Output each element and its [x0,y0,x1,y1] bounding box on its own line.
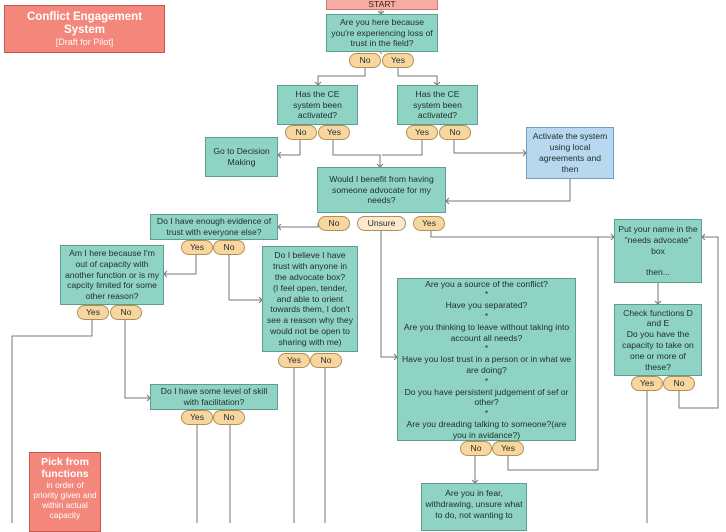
answer-no-pill: No [213,410,245,425]
answer-no-pill: No [213,240,245,255]
answer-yes-pill: Yes [318,125,350,140]
answer-yes-pill: Yes [278,353,310,368]
pick-from-functions-box: Pick from functions in order of priority… [29,452,101,532]
question-benefit-from-advocate: Would I benefit from having someone advo… [317,167,446,213]
diagram-title: Conflict Engagement System [Draft for Pi… [4,5,165,53]
answer-no-pill: No [663,376,695,391]
answer-yes-pill: Yes [77,305,109,320]
answer-no-pill: No [310,353,342,368]
question-source-of-conflict: Are you a source of the conflict? * Have… [397,278,576,441]
answer-no-pill: No [110,305,142,320]
question-skill-with-facilitation: Do I have some level of skill with facil… [150,384,278,410]
put-name-needs-advocate-box: Put your name in the "needs advocate" bo… [614,219,702,283]
question-out-of-capacity: Am I here because I'm out of capacity wi… [60,245,164,305]
answer-unsure-pill: Unsure [357,216,406,231]
answer-no-pill: No [439,125,471,140]
answer-yes-pill: Yes [181,410,213,425]
answer-yes-pill: Yes [382,53,414,68]
check-functions-d-and-e: Check functions D and E Do you have the … [614,304,702,376]
go-to-decision-making: Go to Decision Making [205,137,278,177]
answer-yes-pill: Yes [492,441,524,456]
question-system-activated-right: Has the CE system been activated? [397,85,478,125]
answer-no-pill: No [349,53,381,68]
question-system-activated-left: Has the CE system been activated? [277,85,358,125]
start-node: START [326,0,438,10]
answer-no-pill: No [318,216,350,231]
question-believe-trust-in-advocate-box: Do I believe I have trust with anyone in… [262,246,358,352]
question-enough-evidence-of-trust: Do I have enough evidence of trust with … [150,214,278,240]
answer-yes-pill: Yes [631,376,663,391]
answer-no-pill: No [285,125,317,140]
question-loss-of-trust: Are you here because you're experiencing… [326,14,438,52]
answer-yes-pill: Yes [413,216,445,231]
answer-yes-pill: Yes [181,240,213,255]
activate-system-box: Activate the system using local agreemen… [526,127,614,179]
question-are-you-in-fear: Are you in fear, withdrawing, unsure wha… [421,483,527,531]
answer-yes-pill: Yes [406,125,438,140]
answer-no-pill: No [460,441,492,456]
